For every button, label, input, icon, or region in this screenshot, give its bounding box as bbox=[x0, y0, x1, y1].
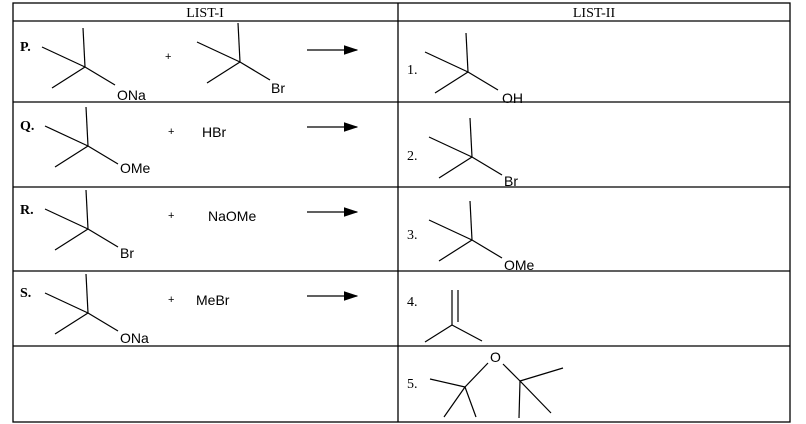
tert-butyl-bromide-structure bbox=[44, 189, 119, 251]
product-number: 3. bbox=[407, 228, 418, 243]
row-label: Q. bbox=[20, 119, 34, 134]
plus-sign: + bbox=[165, 51, 171, 63]
group-label: OMe bbox=[504, 257, 535, 273]
reaction-s: S. ONa + MeBr bbox=[20, 273, 359, 346]
table-grid bbox=[12, 2, 791, 423]
product-3: 3. OMe bbox=[407, 200, 535, 273]
tert-butanol-structure bbox=[424, 32, 499, 94]
product-number: 4. bbox=[407, 295, 418, 310]
tert-butyl-bromide-structure bbox=[196, 22, 271, 84]
product-1: 1. OH bbox=[407, 32, 523, 106]
row-label: R. bbox=[20, 203, 34, 218]
group-label: OMe bbox=[120, 160, 151, 176]
plus-sign: + bbox=[168, 210, 174, 222]
list2-header: LIST-II bbox=[573, 6, 616, 21]
row-label: P. bbox=[20, 40, 31, 55]
product-4: 4. bbox=[407, 290, 483, 343]
oxygen-label: O bbox=[490, 349, 501, 365]
tert-butoxide-structure bbox=[44, 273, 119, 335]
row-label: S. bbox=[20, 286, 31, 301]
tert-butyl-bromide-structure bbox=[428, 117, 503, 179]
group-label: Br bbox=[504, 173, 518, 189]
reagent-label: NaOMe bbox=[208, 208, 256, 224]
di-tert-butyl-ether-structure: O bbox=[429, 349, 564, 419]
product-2: 2. Br bbox=[407, 117, 518, 189]
plus-sign: + bbox=[168, 126, 174, 138]
list1-header: LIST-I bbox=[186, 6, 224, 21]
group-label: ONa bbox=[117, 87, 146, 103]
product-5: 5. O bbox=[407, 349, 564, 419]
methyl-tert-butyl-ether-structure bbox=[428, 200, 503, 262]
tert-butoxide-structure bbox=[41, 27, 116, 89]
reaction-p: P. ONa + Br bbox=[20, 22, 359, 103]
plus-sign: + bbox=[168, 294, 174, 306]
product-number: 5. bbox=[407, 377, 418, 392]
isobutylene-structure bbox=[424, 290, 483, 343]
product-number: 2. bbox=[407, 149, 418, 164]
reagent-label: MeBr bbox=[196, 292, 230, 308]
reaction-q: Q. OMe + HBr bbox=[20, 106, 359, 176]
group-label: OH bbox=[502, 90, 523, 106]
group-label: Br bbox=[271, 80, 285, 96]
methyl-tert-butyl-ether-structure bbox=[44, 106, 119, 168]
group-label: Br bbox=[120, 245, 134, 261]
reagent-label: HBr bbox=[202, 124, 226, 140]
group-label: ONa bbox=[120, 330, 149, 346]
reaction-r: R. Br + NaOMe bbox=[20, 189, 359, 261]
product-number: 1. bbox=[407, 63, 418, 78]
